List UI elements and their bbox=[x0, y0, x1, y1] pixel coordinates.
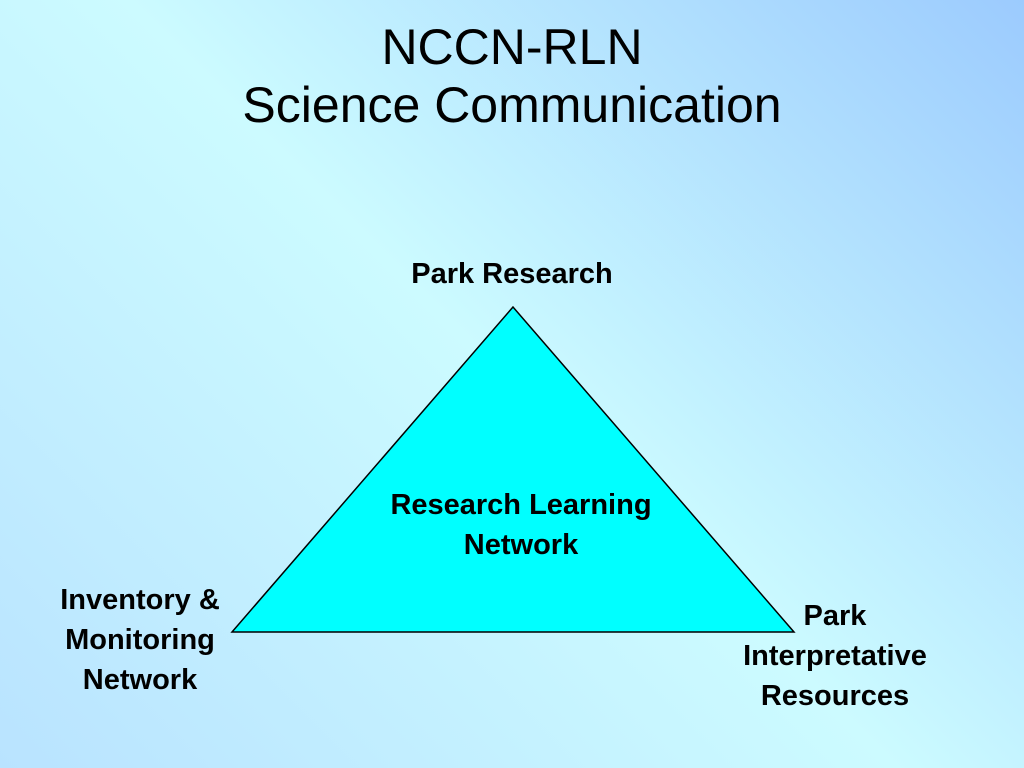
left-vertex-label-line-1: Inventory & bbox=[60, 584, 220, 616]
right-vertex-label-line-2: Interpretative bbox=[743, 640, 927, 672]
slide-title: NCCN-RLN Science Communication bbox=[0, 18, 1024, 134]
right-vertex-label-line-3: Resources bbox=[760, 680, 910, 712]
top-vertex-label: Park Research bbox=[362, 254, 662, 294]
slide-title-line-2: Science Communication bbox=[242, 77, 782, 133]
center-label-line-2: Network bbox=[463, 529, 579, 561]
top-vertex-label-text: Park Research bbox=[411, 258, 613, 290]
left-vertex-label-line-2: Monitoring bbox=[65, 624, 215, 656]
center-label: Research Learning Network bbox=[346, 485, 696, 565]
slide-title-line-1: NCCN-RLN bbox=[381, 19, 643, 75]
left-vertex-label-line-3: Network bbox=[82, 664, 198, 696]
triangle-shape bbox=[230, 305, 796, 633]
right-vertex-label-line-1: Park bbox=[803, 600, 867, 632]
right-vertex-label: Park Interpretative Resources bbox=[710, 596, 960, 716]
center-label-line-1: Research Learning bbox=[390, 489, 652, 521]
left-vertex-label: Inventory & Monitoring Network bbox=[20, 580, 260, 700]
